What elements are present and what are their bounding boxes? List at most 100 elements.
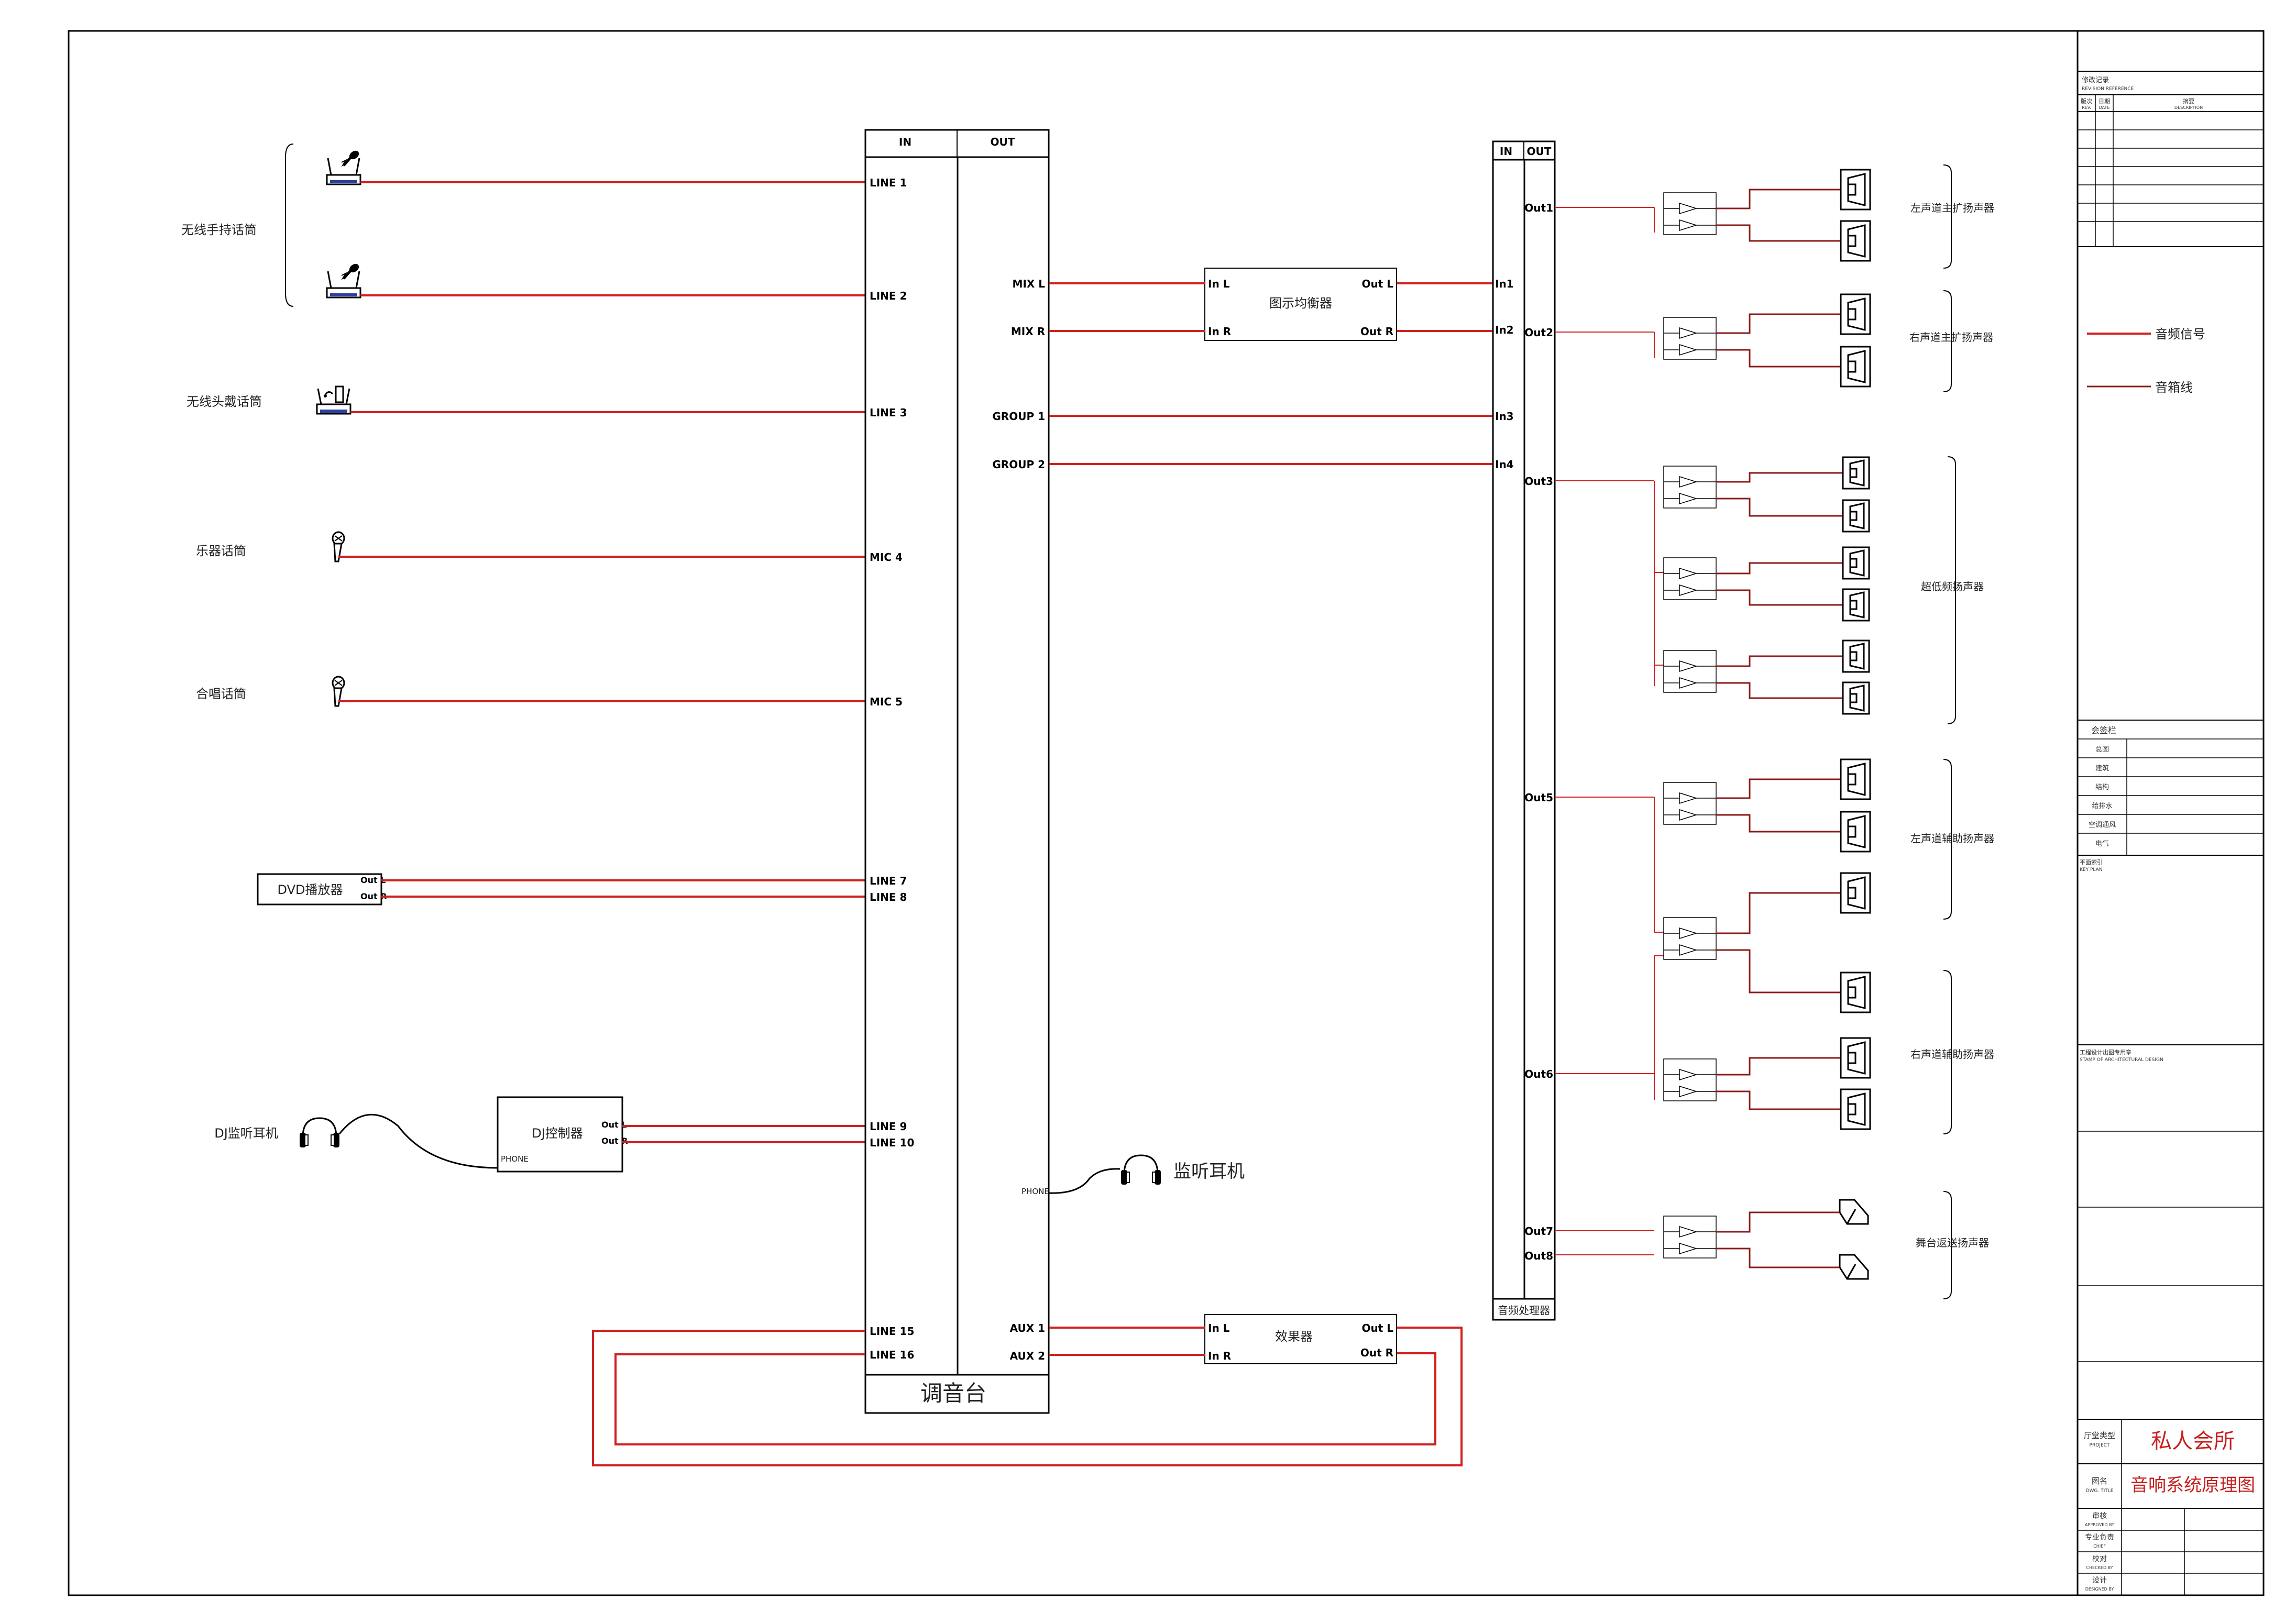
sign-header: 会签栏 xyxy=(2091,725,2116,735)
processor-in3: In3 xyxy=(1495,410,1514,423)
mixer-input-line2: LINE 2 xyxy=(870,290,907,302)
right-aux-speaker-1-icon xyxy=(1840,971,1871,1013)
sign-row-electrical: 电气 xyxy=(2095,840,2109,848)
processor-out7: Out7 xyxy=(1524,1225,1553,1238)
mixer-output-group1: GROUP 1 xyxy=(992,410,1045,423)
right-main-group-label: 右声道主扩扬声器 xyxy=(1909,331,1993,344)
processor-in-label: IN xyxy=(1500,145,1512,158)
stage-monitor-2-icon xyxy=(1839,1254,1869,1280)
left-main-group-label: 左声道主扩扬声器 xyxy=(1910,202,1994,214)
rev-col-date: 日期 xyxy=(2099,98,2110,105)
mixer-input-line3: LINE 3 xyxy=(870,406,907,419)
designed-by-en: DESIGNED BY xyxy=(2085,1587,2114,1592)
effects-label: 效果器 xyxy=(1275,1329,1313,1344)
checked-by: 校对 xyxy=(2092,1554,2107,1563)
effects-return-loops xyxy=(592,1327,1463,1466)
title-block xyxy=(2077,31,2264,1595)
wireless-headset-receiver-icon xyxy=(316,385,351,415)
subwoofer-1-icon xyxy=(1842,456,1870,490)
mixer-title: 调音台 xyxy=(920,1381,986,1406)
mixer-phone-label: PHONE xyxy=(1021,1187,1049,1196)
instrument-mic-label: 乐器话筒 xyxy=(196,544,246,558)
effects-box xyxy=(1204,1314,1397,1364)
right-aux-speaker-2-icon xyxy=(1840,1037,1871,1079)
mixer-output-aux1: AUX 1 xyxy=(1010,1322,1045,1334)
processor-out2: Out2 xyxy=(1524,326,1553,339)
power-amplifiers xyxy=(1663,192,1717,1258)
processor-output-lines xyxy=(1555,207,1664,1255)
drawing-frame xyxy=(68,30,2265,1596)
project-label-en: PROJECT xyxy=(2090,1443,2110,1448)
dvd-out-l-label: Out L xyxy=(360,875,386,885)
eq-out-l: Out L xyxy=(1361,278,1393,290)
wireless-headset-label: 无线头戴话筒 xyxy=(186,394,262,409)
revision-header-en: REVISION REFERENCE xyxy=(2082,86,2134,92)
sign-row-architecture: 建筑 xyxy=(2095,764,2109,772)
processor-out3: Out3 xyxy=(1524,475,1553,488)
effects-out-r: Out R xyxy=(1360,1346,1393,1359)
processor-out8: Out8 xyxy=(1524,1250,1553,1262)
left-aux-group-label: 左声道辅助扬声器 xyxy=(1910,832,1994,845)
mixer-input-line1: LINE 1 xyxy=(870,176,907,189)
mixer-output-mix-l: MIX L xyxy=(1013,278,1046,290)
dj-headphones-label: DJ监听耳机 xyxy=(214,1126,278,1141)
stage-monitor-1-icon xyxy=(1839,1199,1869,1225)
mixer-out-label: OUT xyxy=(991,136,1015,148)
dj-out-r-label: Out R xyxy=(601,1136,628,1146)
mixer-input-line8: LINE 8 xyxy=(870,891,907,903)
left-main-speaker-2-icon xyxy=(1840,220,1871,262)
eq-in-l: In L xyxy=(1208,278,1230,290)
dvd-out-r-label: Out R xyxy=(360,891,387,901)
processor-label: 音频处理器 xyxy=(1498,1304,1550,1317)
wireless-handheld-receiver-1-icon xyxy=(327,149,360,184)
drawing-title: 音响系统原理图 xyxy=(2130,1475,2255,1496)
stage-monitor-group-label: 舞台返送扬声器 xyxy=(1916,1236,1989,1249)
dj-out-l-label: Out L xyxy=(601,1120,627,1130)
sign-row-structure: 结构 xyxy=(2095,783,2109,791)
mixer-input-mic4: MIC 4 xyxy=(870,551,903,564)
sign-row-general: 总图 xyxy=(2095,746,2109,754)
source-signal-lines xyxy=(338,181,865,1143)
subwoofer-5-icon xyxy=(1842,639,1870,673)
subwoofer-3-icon xyxy=(1842,546,1870,580)
mixer-input-line15: LINE 15 xyxy=(870,1325,914,1338)
key-plan-label: 平面索引 xyxy=(2080,858,2103,866)
mixer-output-lines xyxy=(1049,282,1493,1356)
mixer-input-mic5: MIC 5 xyxy=(870,695,903,708)
designed-by: 设计 xyxy=(2092,1576,2107,1585)
key-plan-label-en: KEY PLAN xyxy=(2080,867,2102,873)
rev-col-summary-en: DESCRIPTION xyxy=(2174,105,2203,110)
graphic-eq-box xyxy=(1204,268,1397,341)
dvd-player-label: DVD播放器 xyxy=(278,882,343,897)
graphic-eq-label: 图示均衡器 xyxy=(1269,296,1332,311)
drawing-label-en: DWG. TITLE xyxy=(2086,1488,2114,1494)
mixer-in-label: IN xyxy=(899,136,911,148)
subwoofer-group-label: 超低频扬声器 xyxy=(1921,580,1984,593)
right-aux-group-label: 右声道辅助扬声器 xyxy=(1910,1048,1994,1061)
processor-out-label: OUT xyxy=(1527,145,1552,158)
dj-controller-box xyxy=(497,1096,623,1173)
subwoofer-2-icon xyxy=(1842,499,1870,533)
processor-out1: Out1 xyxy=(1524,202,1553,214)
processor-out5: Out5 xyxy=(1524,791,1553,804)
dj-phone-label: PHONE xyxy=(501,1154,529,1164)
project-label: 厅堂类型 xyxy=(2084,1431,2115,1440)
stamp-label-en: STAMP OF ARCHITECTURAL DESIGN xyxy=(2080,1057,2163,1063)
speakers xyxy=(1839,169,1871,1280)
effects-out-l: Out L xyxy=(1361,1322,1393,1334)
chief: 专业负责 xyxy=(2085,1533,2114,1542)
right-main-speaker-2-icon xyxy=(1840,346,1871,388)
sign-row-hvac: 空调通风 xyxy=(2089,821,2116,829)
drawing-label: 图名 xyxy=(2092,1476,2107,1486)
approved-by: 审核 xyxy=(2092,1512,2107,1520)
mixer-input-line16: LINE 16 xyxy=(870,1349,914,1361)
dvd-player-box xyxy=(257,873,382,906)
rev-col-version: 版次 xyxy=(2081,97,2092,105)
mixer-output-mix-r: MIX R xyxy=(1011,325,1045,338)
right-main-speaker-1-icon xyxy=(1840,293,1871,335)
processor-in2: In2 xyxy=(1495,324,1514,336)
revision-header: 修改记录 xyxy=(2082,76,2109,84)
right-aux-speaker-3-icon xyxy=(1840,1088,1871,1130)
dj-headphones-icon xyxy=(299,1117,340,1149)
